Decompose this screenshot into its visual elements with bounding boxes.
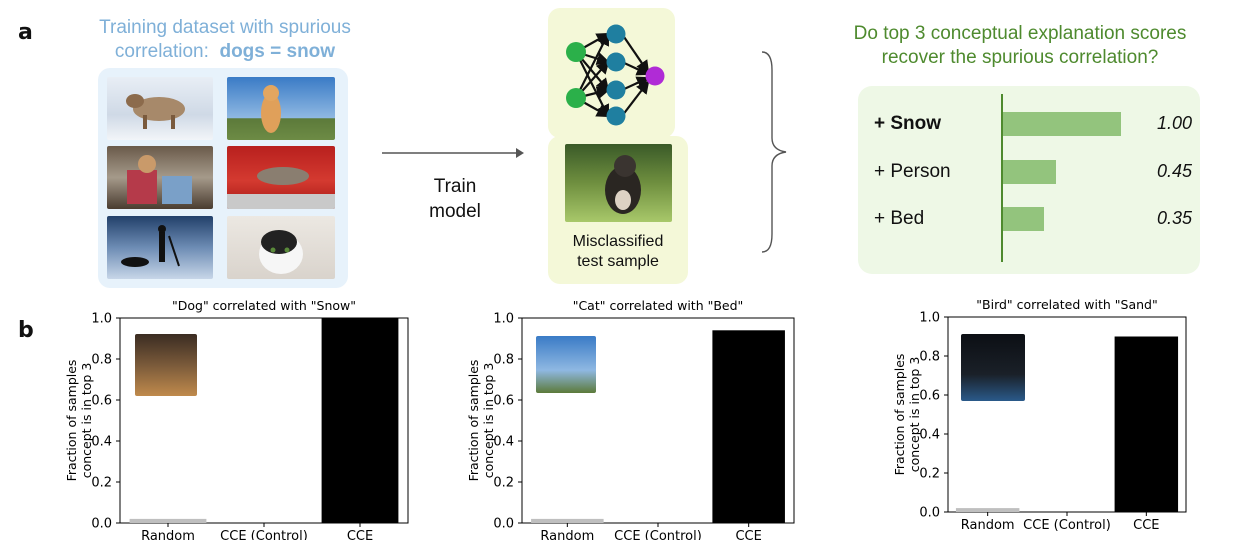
y-axis-label-line: Fraction of samples xyxy=(466,360,481,482)
bar xyxy=(129,518,207,523)
y-tick-label: 0.4 xyxy=(919,428,940,443)
y-axis-label-line: Fraction of samples xyxy=(892,354,907,476)
chart-title: "Bird" correlated with "Sand" xyxy=(976,297,1157,312)
panel-b-letter: b xyxy=(18,318,34,343)
y-tick-label: 0.4 xyxy=(91,435,112,450)
dataset-title-correlation: dogs = snow xyxy=(219,41,336,62)
y-tick-label: 1.0 xyxy=(493,312,514,327)
test-sample-label: Misclassified test sample xyxy=(548,232,688,272)
dataset-title-line2: correlation: dogs = snow xyxy=(60,40,390,64)
y-tick-label: 0.0 xyxy=(493,517,514,532)
train-arrow xyxy=(382,148,524,158)
chart-inset-photo xyxy=(536,336,596,393)
bar xyxy=(1114,336,1179,512)
y-axis-label-line: concept is in top 3 xyxy=(79,363,94,479)
chart-title: "Cat" correlated with "Bed" xyxy=(573,298,744,313)
x-tick-label: CCE xyxy=(735,529,761,540)
x-tick-label: Random xyxy=(141,529,195,540)
test-label-line2: test sample xyxy=(577,253,659,270)
question-line1: Do top 3 conceptual explanation scores xyxy=(853,23,1187,44)
y-tick-label: 0.8 xyxy=(493,353,514,368)
y-tick-label: 0.0 xyxy=(919,506,940,521)
concept-label: + Bed xyxy=(874,208,925,229)
dataset-title-prefix: correlation: xyxy=(114,41,209,62)
x-tick-label: CCE (Control) xyxy=(1023,518,1111,533)
y-tick-label: 0.6 xyxy=(919,389,940,404)
neural-network-icon xyxy=(566,24,665,126)
train-model-label: Train model xyxy=(410,174,500,224)
score-value: 0.45 xyxy=(1156,161,1192,181)
misclassified-dog-photo xyxy=(565,144,672,222)
y-tick-label: 0.2 xyxy=(919,467,940,482)
dog-snow-photo-1 xyxy=(107,77,213,140)
score-value: 0.35 xyxy=(1156,208,1192,228)
y-tick-label: 0.4 xyxy=(493,435,514,450)
chart-inset-photo xyxy=(961,334,1025,401)
y-tick-label: 0.6 xyxy=(493,394,514,409)
x-tick-label: CCE (Control) xyxy=(614,529,702,540)
y-axis-label-line: Fraction of samples xyxy=(64,360,79,482)
bar xyxy=(321,318,399,523)
y-tick-label: 1.0 xyxy=(919,311,940,326)
panel-a-letter: a xyxy=(18,20,33,45)
bar xyxy=(531,518,604,523)
dataset-title: Training dataset with spurious correlati… xyxy=(60,16,390,64)
x-tick-label: Random xyxy=(540,529,594,540)
y-tick-label: 0.2 xyxy=(493,476,514,491)
x-tick-label: Random xyxy=(961,518,1015,533)
cat-outdoor-photo xyxy=(227,77,335,140)
bar xyxy=(712,330,785,523)
concept-label: + Snow xyxy=(874,113,942,134)
score-axis xyxy=(1001,94,1003,262)
y-tick-label: 0.8 xyxy=(91,353,112,368)
y-tick-label: 0.2 xyxy=(91,476,112,491)
chart-title: "Dog" correlated with "Snow" xyxy=(172,298,356,313)
y-axis-label-line: concept is in top 3 xyxy=(481,363,496,479)
score-bar xyxy=(1003,112,1121,136)
test-label-line1: Misclassified xyxy=(572,233,664,250)
x-tick-label: CCE xyxy=(347,529,373,540)
score-bar xyxy=(1003,160,1057,184)
curly-brace xyxy=(761,51,787,253)
concept-label: + Person xyxy=(874,161,951,182)
y-tick-label: 0.8 xyxy=(919,350,940,365)
cat-white-photo xyxy=(227,216,335,279)
dataset-title-line1: Training dataset with spurious xyxy=(99,17,351,38)
train-label-line1: Train xyxy=(433,176,477,197)
y-tick-label: 0.6 xyxy=(91,394,112,409)
question-title: Do top 3 conceptual explanation scores r… xyxy=(820,22,1220,70)
y-tick-label: 0.0 xyxy=(91,517,112,532)
score-bar xyxy=(1003,207,1045,231)
question-line2: recover the spurious correlation? xyxy=(881,47,1159,68)
x-tick-label: CCE (Control) xyxy=(220,529,308,540)
score-value: 1.00 xyxy=(1156,113,1192,133)
bar xyxy=(955,508,1020,512)
x-tick-label: CCE xyxy=(1133,518,1159,533)
dog-person-photo xyxy=(107,146,213,209)
train-label-line2: model xyxy=(429,201,481,222)
chart-inset-photo xyxy=(135,334,197,396)
y-tick-label: 1.0 xyxy=(91,312,112,327)
dog-snow-photo-2 xyxy=(107,216,213,279)
cat-bed-photo xyxy=(227,146,335,209)
y-axis-label-line: concept is in top 3 xyxy=(907,357,922,473)
